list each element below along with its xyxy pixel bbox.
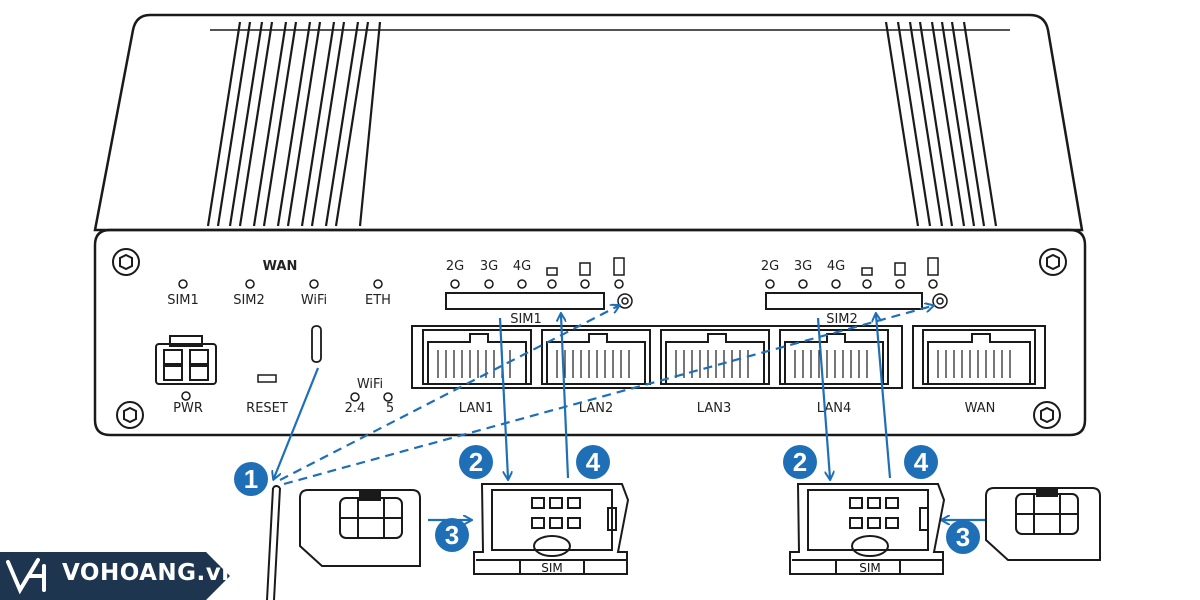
sim-card-left-icon	[299, 489, 421, 567]
reset-label: RESET	[246, 401, 288, 416]
router-top-cover	[93, 13, 1084, 232]
wifi-led-label: WiFi	[301, 293, 327, 308]
pwr-led-icon	[181, 391, 191, 401]
sim1-slot[interactable]	[445, 292, 605, 310]
svg-text:3: 3	[956, 522, 970, 552]
sim-tray-left[interactable]	[473, 483, 630, 575]
wifi-band-header: WiFi	[357, 377, 383, 392]
eject-pin-tool-icon	[266, 485, 281, 600]
micro-sd-slot	[311, 325, 322, 363]
lan2-port	[541, 329, 651, 385]
wifi-24-led-icon	[350, 392, 360, 402]
sim-card-right-icon	[985, 487, 1101, 561]
lan4-port	[779, 329, 889, 385]
sim2-eject-button[interactable]	[932, 293, 948, 309]
wifi-5-led-icon	[383, 392, 393, 402]
svg-text:4: 4	[586, 447, 601, 477]
signal-4g-label: 4G	[513, 259, 531, 274]
wan-port	[912, 325, 1046, 389]
sim-tray-left-label: SIM	[541, 561, 563, 575]
signal-led-icon	[450, 257, 625, 289]
step-1-badge: 1	[234, 462, 268, 496]
signal-2g-label: 2G	[761, 259, 779, 274]
sim2-slot-label: SIM2	[826, 312, 858, 327]
lan1-port	[422, 329, 532, 385]
step-4-badge-left: 4	[576, 445, 610, 479]
instruction-arrows	[274, 306, 985, 520]
signal-2g-label: 2G	[446, 259, 464, 274]
signal-3g-label: 3G	[480, 259, 498, 274]
lan4-label: LAN4	[817, 401, 851, 416]
signal-4g-label: 4G	[827, 259, 845, 274]
wifi-5-label: 5	[386, 401, 394, 416]
status-led-icon	[178, 279, 383, 289]
sim1-led-label: SIM1	[167, 293, 199, 308]
signal-3g-label: 3G	[794, 259, 812, 274]
sim1-slot-label: SIM1	[510, 312, 542, 327]
svg-text:2: 2	[469, 447, 483, 477]
power-connector-icon	[155, 335, 217, 385]
svg-text:1: 1	[244, 464, 258, 494]
step-3-badge-left: 3	[435, 518, 469, 552]
brand-logo	[0, 552, 230, 600]
wan-port-label: WAN	[965, 401, 996, 416]
heatsink-fins-right	[884, 21, 998, 227]
sim2-led-label: SIM2	[233, 293, 265, 308]
eth-led-label: ETH	[365, 293, 391, 308]
screw-icon	[112, 248, 1067, 429]
svg-text:2: 2	[793, 447, 807, 477]
sim2-slot[interactable]	[765, 292, 923, 310]
svg-text:3: 3	[445, 520, 459, 550]
lan1-label: LAN1	[459, 401, 493, 416]
lan3-label: LAN3	[697, 401, 731, 416]
lan3-port	[660, 329, 770, 385]
brand-logo-text: VOHOANG.vn	[62, 560, 239, 586]
step-2-badge-left: 2	[459, 445, 493, 479]
vh-logo-icon	[6, 558, 46, 595]
reset-button[interactable]	[257, 374, 277, 383]
lan2-label: LAN2	[579, 401, 613, 416]
wifi-24-label: 2.4	[345, 401, 366, 416]
sim-tray-right[interactable]	[789, 483, 946, 575]
sim1-eject-button[interactable]	[617, 293, 633, 309]
step-4-badge-right: 4	[904, 445, 938, 479]
sim-tray-right-label: SIM	[859, 561, 881, 575]
step-2-badge-right: 2	[783, 445, 817, 479]
svg-text:4: 4	[914, 447, 929, 477]
wan-header-label: WAN	[263, 259, 298, 274]
ethernet-ports	[411, 325, 1046, 389]
router-front-panel	[93, 228, 1087, 437]
signal-led-icon	[765, 257, 939, 289]
step-3-badge-right: 3	[946, 520, 980, 554]
pwr-label: PWR	[173, 401, 203, 416]
heatsink-fins-left	[206, 21, 382, 227]
